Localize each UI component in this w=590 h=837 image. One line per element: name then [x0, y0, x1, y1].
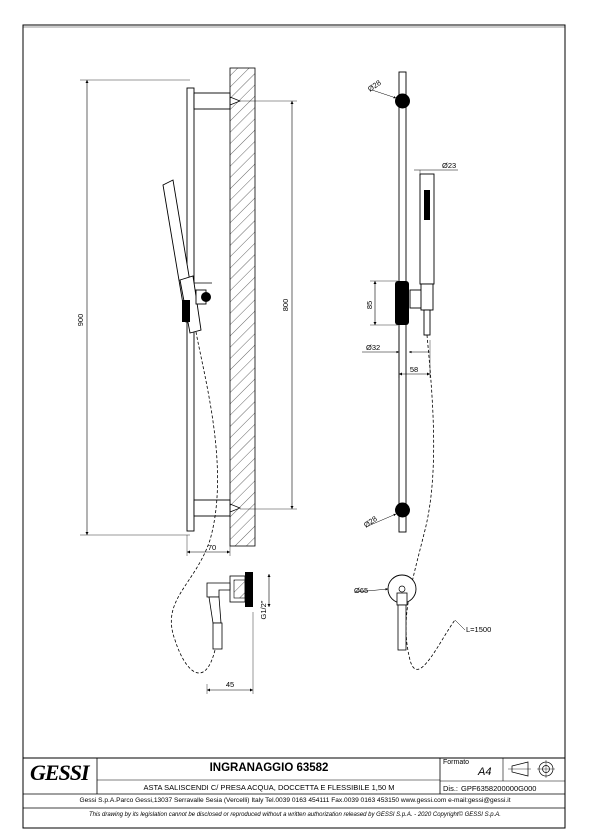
dim-slider-height: 85: [365, 301, 374, 309]
dim-total-height: 900: [76, 314, 85, 327]
top-bracket-front: [395, 93, 410, 109]
dim-bracket-spacing: 800: [281, 299, 290, 312]
drawing-number-label: Dis.:: [443, 784, 458, 793]
format-label: Formato: [443, 759, 470, 766]
hose-side: [170, 331, 218, 674]
dim-outlet-dia: Ø65: [354, 586, 368, 595]
outlet-front-view: Ø65 L=1500: [354, 574, 491, 651]
dim-bottom-bracket-dia: Ø28: [362, 514, 379, 530]
bottom-bracket: [193, 499, 231, 517]
drawing-description: ASTA SALISCENDI C/ PRESA ACQUA, DOCCETTA…: [143, 783, 395, 792]
dim-top-bracket-dia: Ø28: [366, 78, 383, 94]
slider-front: [395, 281, 409, 325]
dim-bar-dia: Ø32: [366, 343, 380, 352]
dim-hose-length: L=1500: [466, 625, 491, 634]
dim-outlet-depth: 45: [226, 680, 234, 689]
bottom-bracket-front: [395, 502, 410, 518]
title-block: [23, 757, 565, 809]
format-value: A4: [478, 766, 492, 778]
top-bracket: [193, 92, 231, 110]
outlet-side-view: G1/2" 45: [206, 572, 271, 694]
dim-slider-projection: 58: [410, 365, 418, 374]
drawing-frame: [22, 24, 566, 829]
drawing-number: GPF6358200000G000: [461, 784, 537, 793]
drawing-title: INGRANAGGIO 63582: [209, 762, 329, 774]
hose-front: [405, 334, 456, 670]
dim-thread: G1/2": [259, 600, 268, 619]
gessi-logo: GESSI: [30, 760, 90, 785]
front-view: Ø28 Ø23 85 Ø32 58 Ø28: [362, 71, 458, 670]
side-view: 900 800 70: [76, 67, 297, 674]
projection-symbol-icon: [508, 760, 555, 778]
legal-notice: This drawing by its legislation cannot b…: [89, 812, 501, 818]
company-address: Gessi S.p.A.Parco Gessi,13037 Serravalle…: [79, 797, 511, 804]
handshower-side: [162, 179, 212, 334]
handshower-front: [409, 173, 435, 336]
dim-wall-offset: 70: [208, 543, 216, 552]
dim-handshower-dia: Ø23: [442, 161, 456, 170]
wall-section: [229, 67, 256, 547]
